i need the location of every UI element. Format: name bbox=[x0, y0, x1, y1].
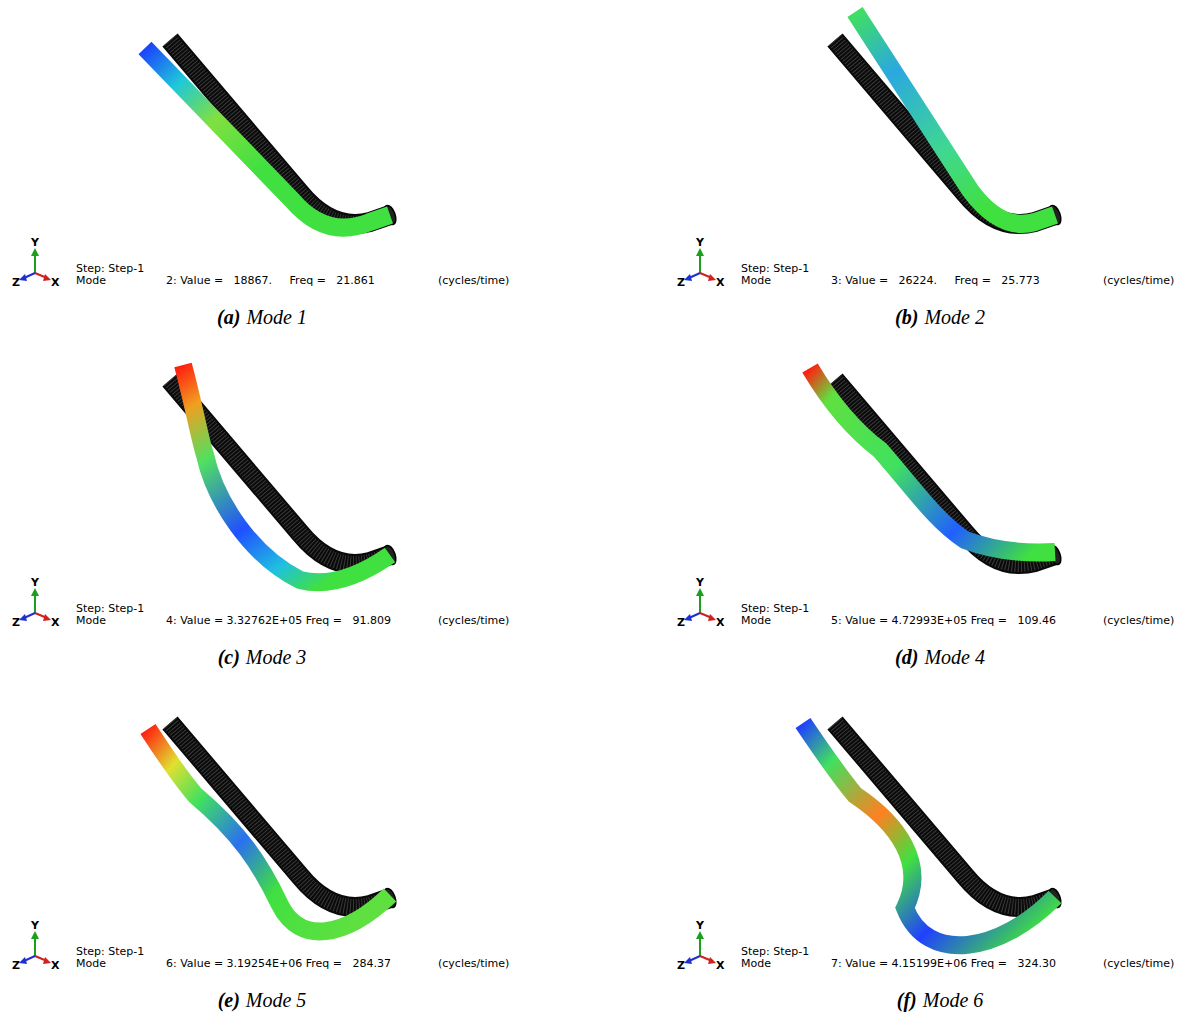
mode-label: Mode bbox=[741, 957, 771, 970]
mode-panel bbox=[19, 40, 398, 281]
axis-label: Z bbox=[677, 959, 685, 972]
axis-label: X bbox=[716, 616, 724, 629]
caption-text: Mode 4 bbox=[924, 646, 985, 669]
unit-label: (cycles/time) bbox=[438, 614, 509, 627]
mode-panel bbox=[684, 723, 1063, 964]
mode-label: Mode bbox=[76, 614, 106, 627]
eigenvalue-text: 3: Value = 26224. Freq = 25.773 bbox=[831, 274, 1040, 287]
axis-label: X bbox=[51, 959, 59, 972]
unit-label: (cycles/time) bbox=[1103, 274, 1174, 287]
caption-letter: (a) bbox=[217, 306, 240, 329]
axis-label: Y bbox=[31, 919, 39, 932]
axis-label: Y bbox=[696, 919, 704, 932]
deformed-pipe bbox=[810, 368, 1055, 553]
mode-panel bbox=[684, 368, 1063, 621]
caption-text: Mode 2 bbox=[924, 306, 985, 329]
mode-label: Mode bbox=[76, 274, 106, 287]
eigenvalue-text: 5: Value = 4.72993E+05 Freq = 109.46 bbox=[831, 614, 1056, 627]
axis-label: X bbox=[51, 276, 59, 289]
deformed-pipe bbox=[803, 723, 1055, 945]
mode-panel bbox=[19, 365, 398, 621]
caption-text: Mode 1 bbox=[246, 306, 307, 329]
deformed-pipe bbox=[145, 48, 390, 228]
deformed-pipe bbox=[855, 12, 1055, 224]
axis-label: Z bbox=[12, 959, 20, 972]
unit-label: (cycles/time) bbox=[438, 274, 509, 287]
axis-label: Z bbox=[12, 616, 20, 629]
unit-label: (cycles/time) bbox=[1103, 957, 1174, 970]
deformed-pipe bbox=[148, 729, 390, 931]
unit-label: (cycles/time) bbox=[438, 957, 509, 970]
eigenvalue-text: 4: Value = 3.32762E+05 Freq = 91.809 bbox=[166, 614, 391, 627]
axis-label: Y bbox=[31, 576, 39, 589]
eigenvalue-text: 6: Value = 3.19254E+06 Freq = 284.37 bbox=[166, 957, 391, 970]
mode-panel bbox=[684, 12, 1063, 281]
axis-label: Z bbox=[677, 616, 685, 629]
caption-letter: (b) bbox=[895, 306, 918, 329]
caption-letter: (f) bbox=[897, 989, 917, 1012]
caption-letter: (e) bbox=[218, 989, 240, 1012]
mode-label: Mode bbox=[741, 614, 771, 627]
step-label: Step: Step-1 bbox=[76, 262, 144, 275]
axis-label: Z bbox=[12, 276, 20, 289]
caption-text: Mode 5 bbox=[246, 989, 307, 1012]
caption-letter: (d) bbox=[895, 646, 918, 669]
mode-label: Mode bbox=[76, 957, 106, 970]
eigenvalue-text: 2: Value = 18867. Freq = 21.861 bbox=[166, 274, 375, 287]
step-label: Step: Step-1 bbox=[76, 602, 144, 615]
step-label: Step: Step-1 bbox=[741, 262, 809, 275]
deformed-pipe bbox=[183, 365, 390, 582]
caption-text: Mode 6 bbox=[923, 989, 984, 1012]
eigenvalue-text: 7: Value = 4.15199E+06 Freq = 324.30 bbox=[831, 957, 1056, 970]
mode-label: Mode bbox=[741, 274, 771, 287]
axis-label: X bbox=[716, 959, 724, 972]
step-label: Step: Step-1 bbox=[741, 945, 809, 958]
axis-label: X bbox=[51, 616, 59, 629]
axis-label: X bbox=[716, 276, 724, 289]
caption-text: Mode 3 bbox=[246, 646, 307, 669]
unit-label: (cycles/time) bbox=[1103, 614, 1174, 627]
axis-label: Y bbox=[31, 236, 39, 249]
mode-panel bbox=[19, 723, 398, 964]
step-label: Step: Step-1 bbox=[76, 945, 144, 958]
axis-label: Y bbox=[696, 576, 704, 589]
axis-label: Y bbox=[696, 236, 704, 249]
caption-letter: (c) bbox=[218, 646, 240, 669]
step-label: Step: Step-1 bbox=[741, 602, 809, 615]
axis-label: Z bbox=[677, 276, 685, 289]
